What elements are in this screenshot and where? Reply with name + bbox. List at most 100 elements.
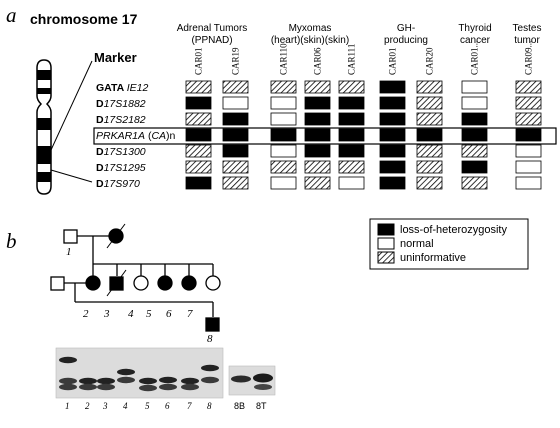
prkar1a-highlight-box [93,127,557,145]
gel1-band [117,368,135,376]
group-title-1-0: Myxomas [289,23,332,34]
panel-b-letter: b [6,229,17,253]
pedigree-individual-spouse [50,276,65,291]
pedigree [50,223,221,332]
grid-cell-r1-c7 [461,96,488,110]
grid-cell-r1-c5 [379,96,406,110]
pedigree-individual-5 [157,275,173,291]
grid-cell-r6-c1 [222,176,249,190]
grid-cell-r5-c5 [379,160,406,174]
sample-label: CAR09... [524,41,534,75]
group-title-2-0: GH- [397,23,415,34]
grid-cell-r5-c7 [461,160,488,174]
pedigree-individual-4 [133,275,149,291]
marker-label-2: D17S2182 [96,114,146,126]
gel1-band [59,383,77,391]
grid-cell-r5-c6 [416,160,443,174]
gel-lane-label-8: 8 [207,401,212,411]
loh-grid [185,80,542,190]
grid-cell-r3-c1 [222,128,249,142]
gel-image-2 [228,365,276,396]
pedigree-label-1: 1 [66,246,72,258]
pedigree-individual-7 [205,275,221,291]
grid-cell-r2-c7 [461,112,488,126]
pedigree-individual-8 [205,317,220,332]
sample-label: CAR01 [194,47,204,75]
grid-cell-r2-c2 [270,112,297,126]
sample-label: CAR06 [313,47,323,75]
grid-cell-r0-c7 [461,80,488,94]
grid-cell-r1-c2 [270,96,297,110]
gel-lane-label-6: 6 [165,401,170,411]
gel1-band [201,364,219,372]
gel-lane-label-1: 1 [65,401,70,411]
gel-lane-label-5: 5 [145,401,150,411]
grid-cell-r4-c3 [304,144,331,158]
gel1-band [201,376,219,384]
grid-cell-r6-c6 [416,176,443,190]
gel2-lane-label-8T: 8T [256,401,267,411]
sample-label: CAR20 [425,47,435,75]
grid-cell-r1-c8 [515,96,542,110]
chromosome-title: chromosome 17 [30,11,138,27]
pedigree-label-5: 5 [146,308,152,320]
grid-cell-r2-c6 [416,112,443,126]
pedigree-label-2: 2 [83,308,89,320]
grid-cell-r0-c4 [338,80,365,94]
grid-cell-r0-c1 [222,80,249,94]
legend-swatch-normal [377,237,395,250]
pedigree-individual-6 [181,275,197,291]
grid-cell-r4-c4 [338,144,365,158]
grid-cell-r6-c4 [338,176,365,190]
marker-header: Marker [94,50,137,65]
gel1-band [181,377,199,385]
grid-cell-r4-c0 [185,144,212,158]
group-title-0-1: (PPNAD) [191,35,232,46]
legend-label-uninformative: uninformative [400,252,466,264]
grid-cell-r2-c0 [185,112,212,126]
grid-cell-r4-c1 [222,144,249,158]
legend-swatch-uninformative [377,251,395,264]
grid-cell-r0-c6 [416,80,443,94]
grid-cell-r3-c0 [185,128,212,142]
grid-cell-r3-c5 [379,128,406,142]
grid-cell-r3-c4 [338,128,365,142]
gel-lane-label-2: 2 [85,401,90,411]
grid-cell-r4-c7 [461,144,488,158]
gel1-band [59,356,77,364]
gel1-band [139,384,157,392]
gel-lane-label-4: 4 [123,401,128,411]
pedigree-label-8: 8 [207,333,213,345]
pedigree-individual-2 [85,275,101,291]
grid-cell-r3-c8 [515,128,542,142]
grid-cell-r2-c8 [515,112,542,126]
grid-cell-r6-c3 [304,176,331,190]
gel-lane-label-3: 3 [102,401,108,411]
grid-cell-r6-c0 [185,176,212,190]
pedigree-label-4: 4 [128,308,134,320]
grid-cell-r3-c7 [461,128,488,142]
grid-cell-r4-c8 [515,144,542,158]
grid-cell-r1-c1 [222,96,249,110]
grid-cell-r3-c6 [416,128,443,142]
grid-cell-r1-c0 [185,96,212,110]
marker-label-5: D17S1295 [96,162,146,174]
grid-cell-r1-c6 [416,96,443,110]
group-title-2-1: producing [384,35,428,46]
pedigree-label-3: 3 [103,308,110,320]
grid-cell-r0-c3 [304,80,331,94]
legend-frame [369,218,529,270]
gel1-band [59,377,77,385]
grid-cell-r5-c3 [304,160,331,174]
grid-cell-r5-c0 [185,160,212,174]
grid-cell-r4-c2 [270,144,297,158]
grid-cell-r4-c6 [416,144,443,158]
gel1-band [117,376,135,384]
panel-a-letter: a [6,3,17,27]
group-title-4-0: Testes [513,23,542,34]
grid-cell-r2-c3 [304,112,331,126]
